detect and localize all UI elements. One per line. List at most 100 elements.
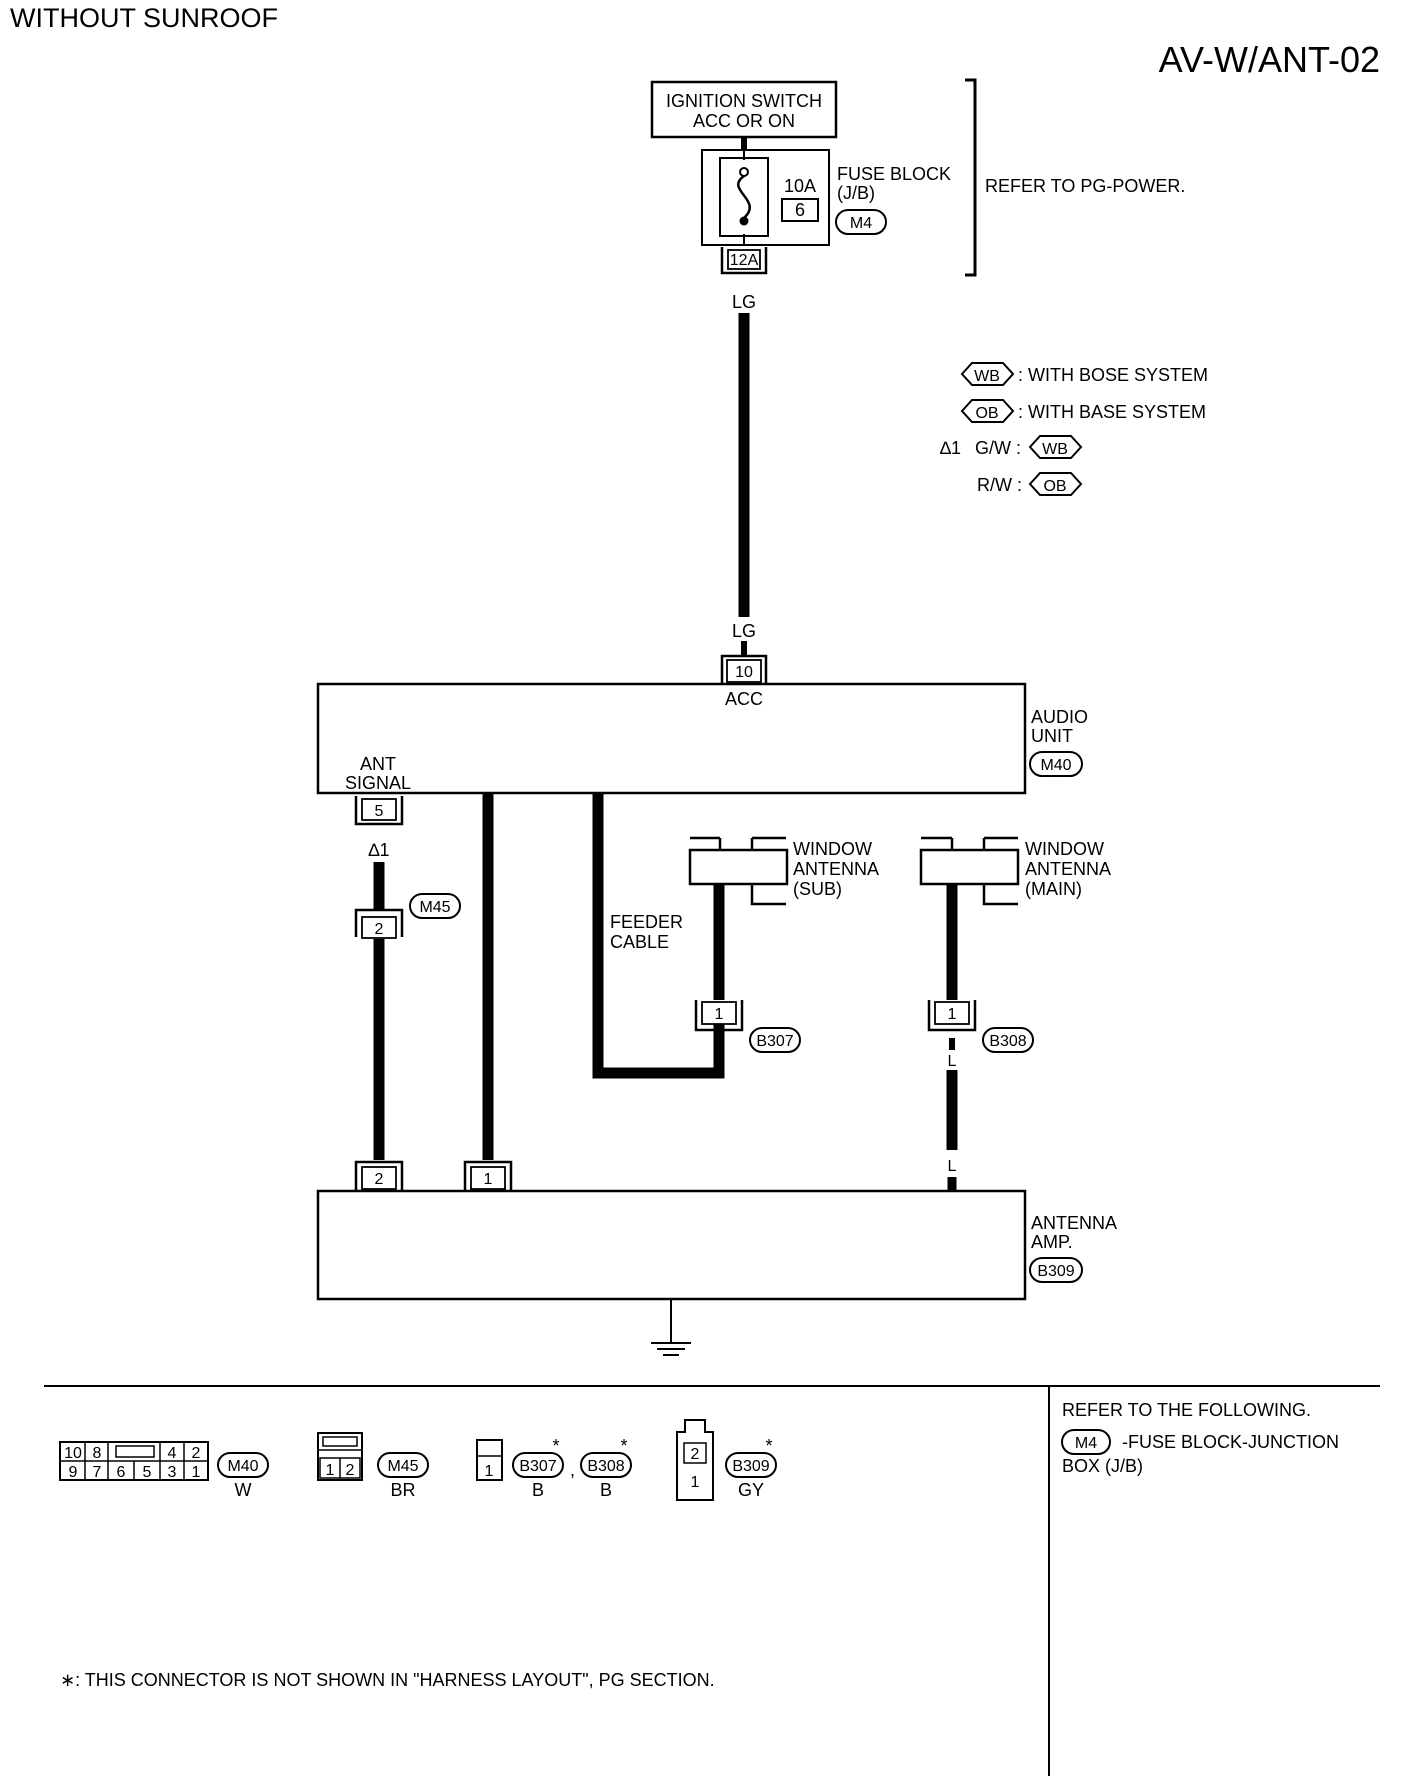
m40-view-pin: 1 (192, 1464, 201, 1481)
m40-view-pin: 8 (93, 1445, 102, 1462)
b309-view-color: GY (738, 1480, 764, 1500)
fuse-terminal-icon (739, 167, 749, 177)
b309-view-id: B309 (732, 1458, 769, 1475)
fuse-terminal-icon (739, 216, 749, 226)
legend-ob-tag (960, 399, 1015, 423)
legend-rw-tag-label: OB (1043, 478, 1066, 495)
audio-ant-label2: SIGNAL (345, 773, 411, 793)
b307-view-asterisk: * (552, 1436, 559, 1456)
wire-color-lg-top: LG (732, 292, 756, 312)
amp-pin-2: 2 (375, 1171, 384, 1188)
audio-ant-pin: 5 (375, 803, 384, 820)
legend-ob-tag-label: OB (975, 405, 998, 422)
m40-view-id: M40 (227, 1458, 258, 1475)
window-main-label3: (MAIN) (1025, 879, 1082, 899)
window-sub-label3: (SUB) (793, 879, 842, 899)
m45-view-pin: 2 (346, 1462, 355, 1479)
wire-ant-signal: 2 M45 (354, 862, 461, 1160)
ignition-switch: IGNITION SWITCH ACC OR ON (650, 80, 838, 139)
b307-view-id: B307 (519, 1458, 556, 1475)
connector-view-b309: 2 1 B309 * GY (676, 1419, 777, 1501)
connector-tag-b308-label: B308 (989, 1033, 1026, 1050)
legend-gw-tag-label: WB (1042, 441, 1068, 458)
b307-view-pin: 1 (485, 1463, 494, 1480)
m45-view-pin: 1 (326, 1462, 335, 1479)
connector-tag-m4-refer (1061, 1429, 1111, 1455)
refer-box: REFER TO THE FOLLOWING. M4 -FUSE BLOCK-J… (1061, 1400, 1339, 1476)
refer-bracket (965, 78, 977, 277)
window-sub-label1: WINDOW (793, 839, 872, 859)
connector-tag-m4-label: M4 (850, 215, 872, 232)
antenna-amp-label1: ANTENNA (1031, 1213, 1117, 1233)
audio-acc-label: ACC (725, 689, 763, 709)
ignition-switch-line1: IGNITION SWITCH (666, 91, 822, 111)
legend: WB : WITH BOSE SYSTEM OB : WITH BASE SYS… (940, 362, 1208, 496)
connector-tag-b309-label: B309 (1037, 1263, 1074, 1280)
m40-view-pin: 9 (69, 1464, 78, 1481)
m40-view-color: W (235, 1480, 252, 1500)
m40-view-pin: 5 (143, 1464, 152, 1481)
m40-view-pin: 6 (117, 1464, 126, 1481)
b308-view-id: B308 (587, 1458, 624, 1475)
fuse-block-jb-label: (J/B) (837, 183, 875, 203)
legend-ob-text: : WITH BASE SYSTEM (1018, 402, 1206, 422)
b308-view-asterisk: * (620, 1436, 627, 1456)
connector-tag-m45-label: M45 (419, 899, 450, 916)
m40-view-pin: 3 (168, 1464, 177, 1481)
audio-acc-pin: 10 (735, 664, 753, 681)
window-main-label1: WINDOW (1025, 839, 1104, 859)
wire-color-lg-bottom: LG (732, 621, 756, 641)
window-antenna-sub: WINDOW ANTENNA (SUB) 1 B307 (688, 836, 879, 1053)
fuse-element-icon (737, 174, 751, 219)
page-code: AV-W/ANT-02 (1159, 39, 1380, 80)
legend-gw: G/W : (975, 438, 1021, 458)
fuse-block: 10A 6 FUSE BLOCK (J/B) M4 12A REFER TO P… (701, 78, 1185, 277)
ignition-switch-line2: ACC OR ON (693, 111, 795, 131)
m40-view-pin: 10 (64, 1445, 82, 1462)
audio-unit: 10 ACC AUDIO UNIT M40 ANT SIGNAL 5 ∆1 (316, 654, 1088, 860)
connector-view-b307-b308: 1 B307 * B , B308 * B (476, 1436, 632, 1500)
connector-view-m45: 1 2 M45 BR (317, 1432, 429, 1500)
b308-view-color: B (600, 1480, 612, 1500)
m45-pin: 2 (375, 921, 384, 938)
m45-view-id: M45 (387, 1458, 418, 1475)
footnote: ∗: THIS CONNECTOR IS NOT SHOWN IN "HARNE… (60, 1670, 715, 1690)
m40-view-pin: 7 (93, 1464, 102, 1481)
connector-view-m40: 10 8 4 2 9 7 6 5 3 1 M40 W (59, 1441, 269, 1500)
audio-ant-star-note: ∆1 (368, 840, 389, 860)
legend-rw: R/W : (977, 475, 1022, 495)
connector-tag-b307-label: B307 (756, 1033, 793, 1050)
wire-color-l-top: L (948, 1053, 957, 1070)
legend-wb-tag-label: WB (974, 368, 1000, 385)
feeder-cable: FEEDER CABLE (592, 793, 725, 1079)
legend-wb-tag (960, 362, 1015, 386)
b309-view-asterisk: * (765, 1436, 772, 1456)
window-main-pin: 1 (948, 1006, 957, 1023)
fuse-block-label: FUSE BLOCK (837, 164, 951, 184)
feeder-label2: CABLE (610, 932, 669, 952)
wire-lg: LG LG (732, 292, 756, 656)
b307-view-color: B (532, 1480, 544, 1500)
ground-icon (651, 1299, 691, 1356)
window-sub-label2: ANTENNA (793, 859, 879, 879)
refer-text1: -FUSE BLOCK-JUNCTION (1122, 1432, 1339, 1452)
legend-wb-text: : WITH BOSE SYSTEM (1018, 365, 1208, 385)
m45-view-color: BR (390, 1480, 415, 1500)
connector-tag-b307 (749, 1027, 801, 1053)
feeder-label1: FEEDER (610, 912, 683, 932)
connector-tag-m4 (835, 209, 887, 235)
b307-b308-comma: , (570, 1460, 575, 1480)
wire-color-l-bottom: L (948, 1158, 957, 1175)
window-main-label2: ANTENNA (1025, 859, 1111, 879)
window-sub-pin: 1 (715, 1006, 724, 1023)
antenna-amp: 2 1 ANTENNA AMP. B309 (316, 1160, 1117, 1356)
connector-tag-b309 (1029, 1257, 1083, 1283)
fuse-terminal-12a: 12A (730, 252, 759, 269)
b309-view-pin: 1 (691, 1474, 700, 1491)
variant-title: WITHOUT SUNROOF (10, 3, 278, 33)
b309-view-pin: 2 (691, 1446, 700, 1463)
amp-pin-1: 1 (484, 1171, 493, 1188)
window-antenna-main: WINDOW ANTENNA (MAIN) 1 B308 L L (919, 836, 1111, 1191)
audio-unit-label1: AUDIO (1031, 707, 1088, 727)
